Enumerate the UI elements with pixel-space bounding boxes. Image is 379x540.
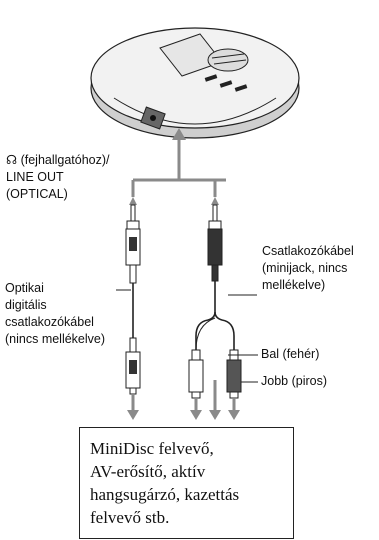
jack-arrow (133, 128, 226, 197)
left-channel-label: Bal (fehér) (261, 347, 319, 362)
connecting-cable-label-1: Csatlakozókábel (262, 244, 354, 259)
connecting-cable-label-2: (minijack, nincs (262, 261, 347, 276)
rca-plug-right (227, 350, 241, 420)
right-channel-label: Jobb (piros) (261, 374, 327, 389)
destination-line-1: MiniDisc felvevő, (90, 437, 285, 460)
line-out-label: LINE OUT (6, 170, 64, 185)
optical-cable-label-2: digitális (5, 298, 47, 313)
stereo-cable (189, 197, 241, 420)
optical-cable (126, 197, 140, 420)
headphone-label: ☊ (fejhallgatóhoz)/ (6, 153, 110, 168)
rca-plug-left (189, 350, 203, 420)
destination-line-3: hangsugárzó, kazettás (90, 483, 285, 506)
destination-line-2: AV-erősítő, aktív (90, 460, 285, 483)
optical-cable-label-3: csatlakozókábel (5, 315, 94, 330)
destination-line-4: felvevő stb. (90, 506, 285, 529)
connecting-cable-label-3: mellékelve) (262, 278, 325, 293)
optical-cable-label-1: Optikai (5, 281, 44, 296)
destination-box: MiniDisc felvevő, AV-erősítő, aktív hang… (79, 427, 294, 539)
minidisc-player (91, 28, 299, 138)
optical-label: (OPTICAL) (6, 187, 68, 202)
headphone-icon: ☊ (6, 153, 17, 167)
optical-cable-label-4: (nincs mellékelve) (5, 332, 105, 347)
